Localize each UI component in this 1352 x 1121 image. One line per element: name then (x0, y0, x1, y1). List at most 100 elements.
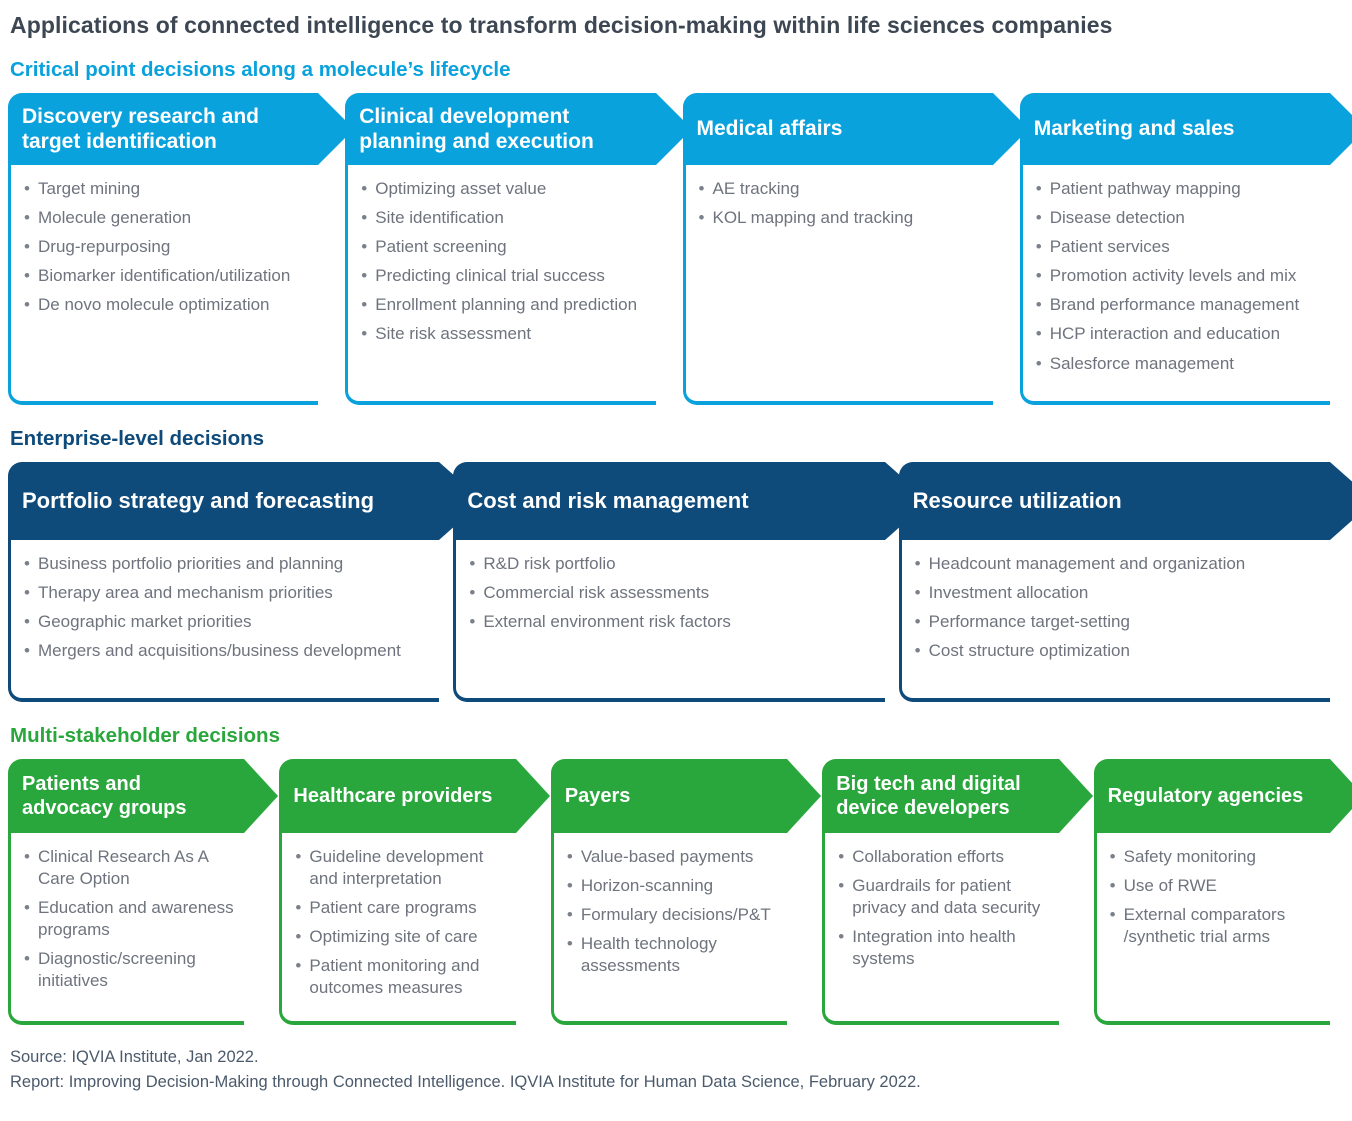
bullet-item: •Value-based payments (567, 846, 779, 868)
bullet-dot-icon: • (469, 583, 476, 603)
bullet-text: Patient screening (375, 237, 507, 257)
bullet-text: Patient pathway mapping (1049, 179, 1241, 198)
bullet-text: Brand performance management (1049, 295, 1300, 315)
decision-card: Big tech and digital device developers•C… (822, 759, 1094, 1025)
bullet-dot-icon: • (914, 641, 921, 661)
bullet-dot-icon: • (361, 295, 368, 315)
decision-card: Payers•Value-based payments•Horizon-scan… (550, 759, 822, 1025)
bullet-dot-icon: • (295, 847, 302, 866)
card-arrow-header: Payers (550, 759, 822, 833)
bullet-item: •Patient pathway mapping (1036, 178, 1322, 200)
bullet-dot-icon: • (24, 179, 30, 198)
decision-card: Resource utilization•Headcount managemen… (898, 462, 1352, 702)
bullet-item: •Headcount management and organization (915, 553, 1322, 575)
bullet-item: •Patient monitoring and outcomes measure… (295, 955, 507, 999)
bullet-text: Geographic market priorities (38, 612, 252, 632)
bullet-item: •Molecule generation (24, 207, 310, 229)
bullet-item: • Geographic market priorities (24, 611, 431, 633)
bullet-dot-icon: • (914, 612, 921, 632)
decision-card: Medical affairs•AE tracking•KOL mapping … (682, 93, 1030, 405)
card-arrow-header: Portfolio strategy and forecasting (8, 462, 484, 540)
bullet-item: •Site identification (361, 207, 647, 229)
card-body: •R&D risk portfolio•Commercial risk asse… (453, 540, 885, 702)
bullet-item: • Clinical Research As A Care Option (24, 846, 236, 890)
card-title: Discovery research and target identifica… (22, 104, 259, 153)
section-label: Enterprise-level decisions (10, 427, 265, 450)
bullet-text: Clinical Research As A Care Option (38, 847, 209, 889)
decision-card: Cost and risk management•R&D risk portfo… (453, 462, 930, 702)
bullet-text: Promotion activity levels and mix (1049, 266, 1297, 286)
card-arrow-header: Big tech and digital device developers (822, 759, 1094, 833)
bullet-item: •Business portfolio priorities and plann… (24, 553, 431, 575)
bullet-text: Diagnostic/screening initiatives (38, 949, 196, 991)
infographic-page: Applications of connected intelligence t… (0, 12, 1352, 1121)
card-body: •Patient pathway mapping•Disease detecti… (1019, 165, 1330, 405)
section-label: Critical point decisions along a molecul… (10, 58, 511, 81)
card-title: Patients and advocacy groups (22, 773, 187, 819)
bullet-list: •Target mining•Molecule generation•Drug-… (24, 178, 310, 316)
bullet-dot-icon: • (295, 898, 302, 918)
sections-container: Critical point decisions along a molecul… (0, 58, 1352, 1025)
bullet-item: •Horizon-scanning (567, 875, 779, 897)
bullet-dot-icon: • (24, 847, 30, 866)
bullet-text: Collaboration efforts (852, 847, 1005, 866)
bullet-dot-icon: • (24, 266, 30, 286)
bullet-item: •De novo molecule optimization (24, 294, 310, 316)
bullet-item: •Target mining (24, 178, 310, 200)
bullet-dot-icon: • (361, 237, 368, 257)
card-body: •Target mining•Molecule generation•Drug-… (8, 165, 319, 405)
bullet-item: •Diagnostic/screening initiatives (24, 948, 236, 992)
bullet-list: • Guideline development and interpretatio… (295, 846, 507, 1000)
card-body: •Headcount management and organization•I… (898, 540, 1330, 702)
bullet-dot-icon: • (838, 927, 845, 947)
bullet-text: KOL mapping and tracking (712, 208, 914, 228)
bullet-text: Formulary decisions/P&T (580, 905, 771, 925)
bullet-text: Integration into health systems (852, 927, 1016, 969)
bullet-dot-icon: • (295, 927, 302, 947)
bullet-item: •Enrollment planning and prediction (361, 294, 647, 316)
bullet-item: • Guideline development and interpretatio… (295, 846, 507, 890)
card-arrow-header: Clinical development planning and execut… (345, 93, 692, 165)
bullet-list: •Patient pathway mapping•Disease detecti… (1036, 178, 1322, 375)
bullet-dot-icon: • (1035, 324, 1042, 344)
decision-card: Patients and advocacy groups • Clinical Re… (8, 759, 279, 1025)
bullet-text: Headcount management and organization (928, 554, 1246, 573)
bullet-text: Guideline development and interpretation (309, 847, 484, 889)
bullet-text: Value-based payments (580, 847, 754, 866)
bullet-text: De novo molecule optimization (38, 295, 270, 315)
bullet-item: • Site risk assessment (361, 323, 647, 345)
bullet-dot-icon: • (566, 876, 573, 896)
card-body: •Safety monitoring•Use of RWE•External c… (1093, 833, 1331, 1025)
bullet-list: •Collaboration efforts•Guardrails for pa… (838, 846, 1050, 970)
bullet-dot-icon: • (24, 612, 30, 632)
bullet-text: Business portfolio priorities and planni… (38, 554, 344, 573)
bullet-item: •Promotion activity levels and mix (1036, 265, 1322, 287)
bullet-text: Cost structure optimization (928, 641, 1130, 661)
bullet-dot-icon: • (1109, 847, 1116, 866)
bullet-dot-icon: • (1035, 353, 1042, 373)
bullet-text: Optimizing site of care (309, 927, 478, 947)
bullet-item: • Optimizing site of care (295, 926, 507, 948)
source-line: Source: IQVIA Institute, Jan 2022. (10, 1047, 259, 1066)
bullet-dot-icon: • (1035, 208, 1042, 228)
bullet-text: Biomarker identification/utilization (38, 266, 291, 286)
card-row: Discovery research and target identifica… (8, 93, 1352, 405)
bullet-item: •Health technology assessments (567, 933, 779, 977)
decision-card: Marketing and sales•Patient pathway mapp… (1019, 93, 1352, 405)
bullet-item: •Collaboration efforts (838, 846, 1050, 868)
bullet-dot-icon: • (361, 324, 368, 344)
bullet-text: Education and awareness programs (38, 898, 234, 940)
bullet-list: •AE tracking•KOL mapping and tracking (699, 178, 985, 229)
bullet-dot-icon: • (1035, 295, 1042, 315)
decision-card: Regulatory agencies•Safety monitoring•Us… (1093, 759, 1352, 1025)
bullet-text: Patient monitoring and outcomes measures (309, 956, 480, 998)
card-title: Marketing and sales (1033, 117, 1235, 141)
bullet-text: R&D risk portfolio (483, 554, 616, 573)
bullet-dot-icon: • (838, 876, 845, 896)
card-title: Resource utilization (912, 487, 1122, 513)
bullet-list: •R&D risk portfolio•Commercial risk asse… (469, 553, 876, 633)
card-body: •Optimizing asset value•Site identificat… (345, 165, 656, 405)
bullet-text: Site risk assessment (375, 324, 532, 344)
bullet-list: •Headcount management and organization•I… (915, 553, 1322, 662)
